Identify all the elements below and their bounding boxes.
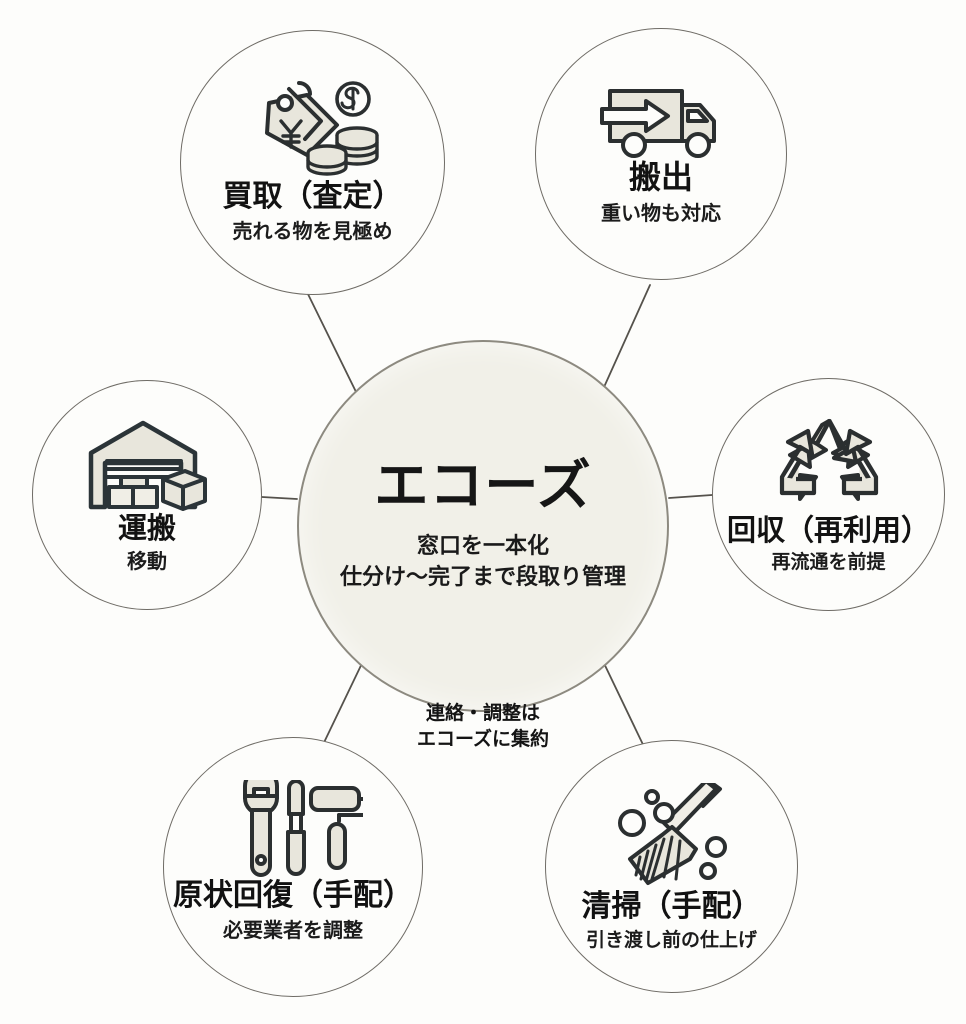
node-kaishu-title: 回収（再利用） [726,513,930,547]
hub-title: エコーズ [374,453,592,517]
connector-hub-to-kaishu [668,494,713,499]
node-hanshutsu-title: 搬出 [628,158,693,196]
node-kaitori-title: 買取（査定） [222,179,403,214]
node-kaitori[interactable]: 買取（査定） 売れる物を見極め [180,30,445,295]
hub-subtitle: 窓口を一本化 仕分け〜完了まで段取り管理 [339,533,626,590]
node-hanshutsu[interactable]: 搬出 重い物も対応 [535,28,787,280]
price-tag-coins-icon [181,77,444,181]
node-genjo-title: 原状回復（手配） [173,878,413,913]
node-kaishu-subtitle: 再流通を前提 [771,551,886,574]
broom-bubbles-icon [546,783,797,891]
node-seiso-title: 清掃（手配） [581,889,762,924]
node-seiso-subtitle: 引き渡し前の仕上げ [585,928,757,951]
node-genjo-subtitle: 必要業者を調整 [223,917,363,942]
node-genjo[interactable]: 原状回復（手配） 必要業者を調整 [163,737,423,997]
connector-hub-to-hanshutsu [599,284,651,397]
node-hanshutsu-subtitle: 重い物も対応 [601,200,721,225]
node-unpan[interactable]: 運搬 移動 [32,380,262,610]
truck-loading-icon [536,77,786,161]
connector-hub-to-unpan [261,496,298,500]
node-seiso[interactable]: 清掃（手配） 引き渡し前の仕上げ [545,740,798,993]
node-kaishu[interactable]: 回収（再利用） 再流通を前提 [712,378,945,611]
connector-hub-to-kaitori [304,287,361,401]
warehouse-boxes-icon [33,417,261,513]
node-unpan-title: 運搬 [117,511,176,545]
hub-caption: 連絡・調整は エコーズに集約 [416,702,550,751]
node-kaitori-subtitle: 売れる物を見極め [232,218,393,243]
recycle-icon [713,415,944,515]
node-unpan-subtitle: 移動 [127,549,167,574]
hub-circle[interactable]: エコーズ 窓口を一本化 仕分け〜完了まで段取り管理 [297,340,669,712]
tools-wrench-screwdriver-roller-icon [164,780,422,880]
